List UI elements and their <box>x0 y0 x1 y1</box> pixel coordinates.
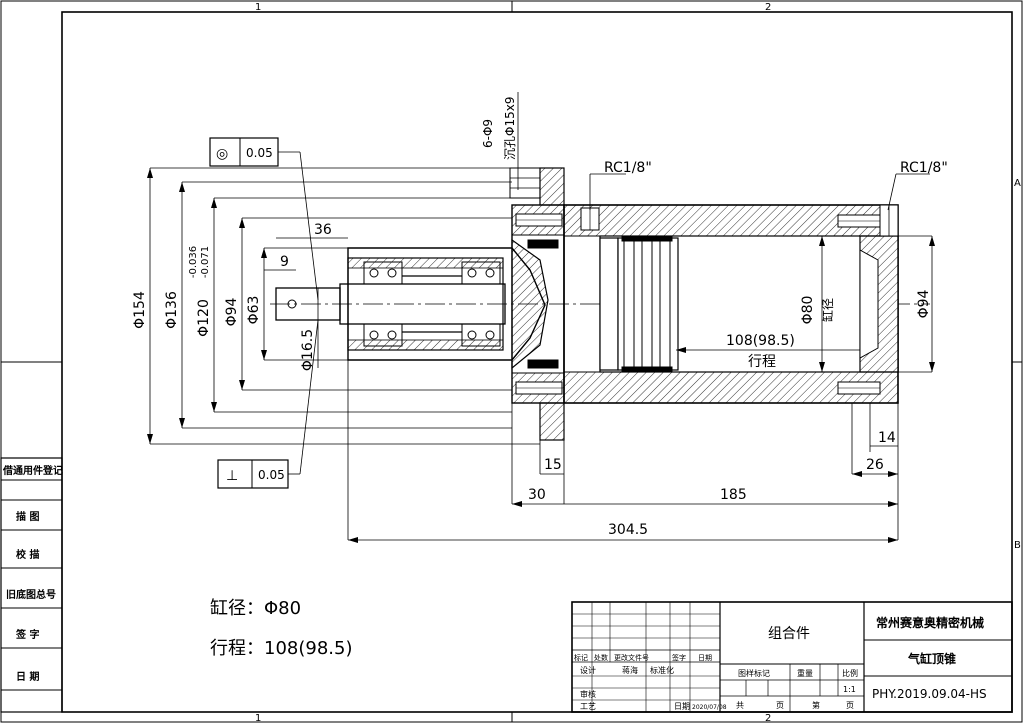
title-drawing-no: PHY.2019.09.04-HS <box>872 687 987 701</box>
dim-len30: 30 <box>528 487 546 503</box>
perpendicularity-symbol: ⊥ <box>226 468 238 484</box>
page-label: 第 <box>812 700 820 710</box>
scale-label: 比例 <box>842 668 858 678</box>
rev-sign: 签字 <box>672 653 686 662</box>
review-label: 审核 <box>580 689 596 699</box>
strip-old-number: 旧底图总号 <box>6 588 56 601</box>
dim-len26: 26 <box>866 457 884 473</box>
dim-len185: 185 <box>720 487 747 503</box>
title-company: 常州赛意奥精密机械 <box>876 615 984 630</box>
date-label: 日期 <box>674 702 690 711</box>
dim-d120-tol-upper: -0.036 <box>188 246 199 278</box>
signature-rows: 设计 蒋海 标准化 审核 工艺 日期 2020/07/08 <box>580 665 727 711</box>
zone-row-b: B <box>1014 540 1021 551</box>
note-bore: 缸径：Φ80 <box>210 597 301 619</box>
designer-name: 蒋海 <box>622 665 638 675</box>
zone-col-1-bottom: 1 <box>255 713 261 724</box>
left-strip <box>0 457 63 713</box>
dim-d120-tol-lower: -0.071 <box>200 246 211 278</box>
dim-d63: Φ63 <box>246 296 262 325</box>
dim-len15: 15 <box>544 457 562 473</box>
strip-check-trace: 校 描 <box>16 548 39 561</box>
strip-trace: 描 图 <box>16 510 39 523</box>
zone-row-a: A <box>1014 178 1021 189</box>
dim-holes: 6-Φ9 <box>481 119 495 148</box>
concentricity-value: 0.05 <box>246 146 273 160</box>
date-value: 2020/07/08 <box>692 704 727 711</box>
dim-rc-left: RC1/8" <box>604 160 652 176</box>
revision-header-row: 标记 处数 更改文件号 签字 日期 <box>574 653 712 662</box>
tolerance-concentricity: ◎ 0.05 <box>209 137 279 167</box>
title-assembly: 组合件 <box>768 626 810 642</box>
rev-doc: 更改文件号 <box>614 653 649 662</box>
standardize-label: 标准化 <box>650 665 674 675</box>
dim-d94-left: Φ94 <box>224 297 240 326</box>
zone-col-2-top: 2 <box>765 2 771 13</box>
dim-len304-5: 304.5 <box>608 522 648 538</box>
scale-value: 1:1 <box>843 685 856 694</box>
note-stroke: 行程：108(98.5) <box>210 638 352 659</box>
dim-d80: Φ80 <box>800 296 816 325</box>
strip-register: 借通用件登记 <box>2 464 63 477</box>
design-label: 设计 <box>580 665 596 675</box>
dim-len36: 36 <box>314 222 332 238</box>
dim-d94-right: Φ94 <box>916 289 932 318</box>
dim-d136: Φ136 <box>164 291 180 329</box>
title-part-name: 气缸顶锥 <box>907 651 956 666</box>
perpendicularity-value: 0.05 <box>258 468 285 482</box>
rev-count: 处数 <box>594 653 608 662</box>
dim-len14: 14 <box>878 430 896 446</box>
concentricity-symbol: ◎ <box>216 146 228 162</box>
tolerance-perpendicularity: ⊥ 0.05 <box>217 459 289 489</box>
process-label: 工艺 <box>580 702 596 711</box>
arrowheads <box>147 168 935 543</box>
title-meta-row: 图样标记 重量 比例 1:1 共 页 第 页 <box>736 668 858 710</box>
dimension-lines <box>149 92 933 541</box>
zone-col-1-top: 1 <box>255 2 261 13</box>
dim-d16-5: Φ16.5 <box>300 329 316 371</box>
zone-col-2-bottom: 2 <box>765 713 771 724</box>
dim-bore-label: 缸径 <box>820 298 835 322</box>
dim-stroke-label: 行程 <box>748 354 776 370</box>
total-label: 共 <box>736 701 744 710</box>
page-unit: 页 <box>846 701 854 710</box>
dim-d120: Φ120 <box>196 299 212 337</box>
cylinder-assembly <box>275 167 899 441</box>
stage-mark-label: 图样标记 <box>738 668 770 678</box>
dim-d154: Φ154 <box>132 291 148 329</box>
dim-rc-right: RC1/8" <box>900 160 948 176</box>
title-block <box>571 601 1013 713</box>
strip-sign: 签 字 <box>15 628 39 641</box>
rev-mark: 标记 <box>574 653 588 662</box>
dim-counterbore: 沉孔Φ15x9 <box>503 97 517 160</box>
strip-date: 日 期 <box>16 670 39 683</box>
weight-label: 重量 <box>797 668 813 678</box>
sheet-label: 页 <box>776 701 784 710</box>
dim-len9: 9 <box>280 254 289 270</box>
dim-stroke-value: 108(98.5) <box>726 333 795 349</box>
rev-date: 日期 <box>698 654 712 662</box>
